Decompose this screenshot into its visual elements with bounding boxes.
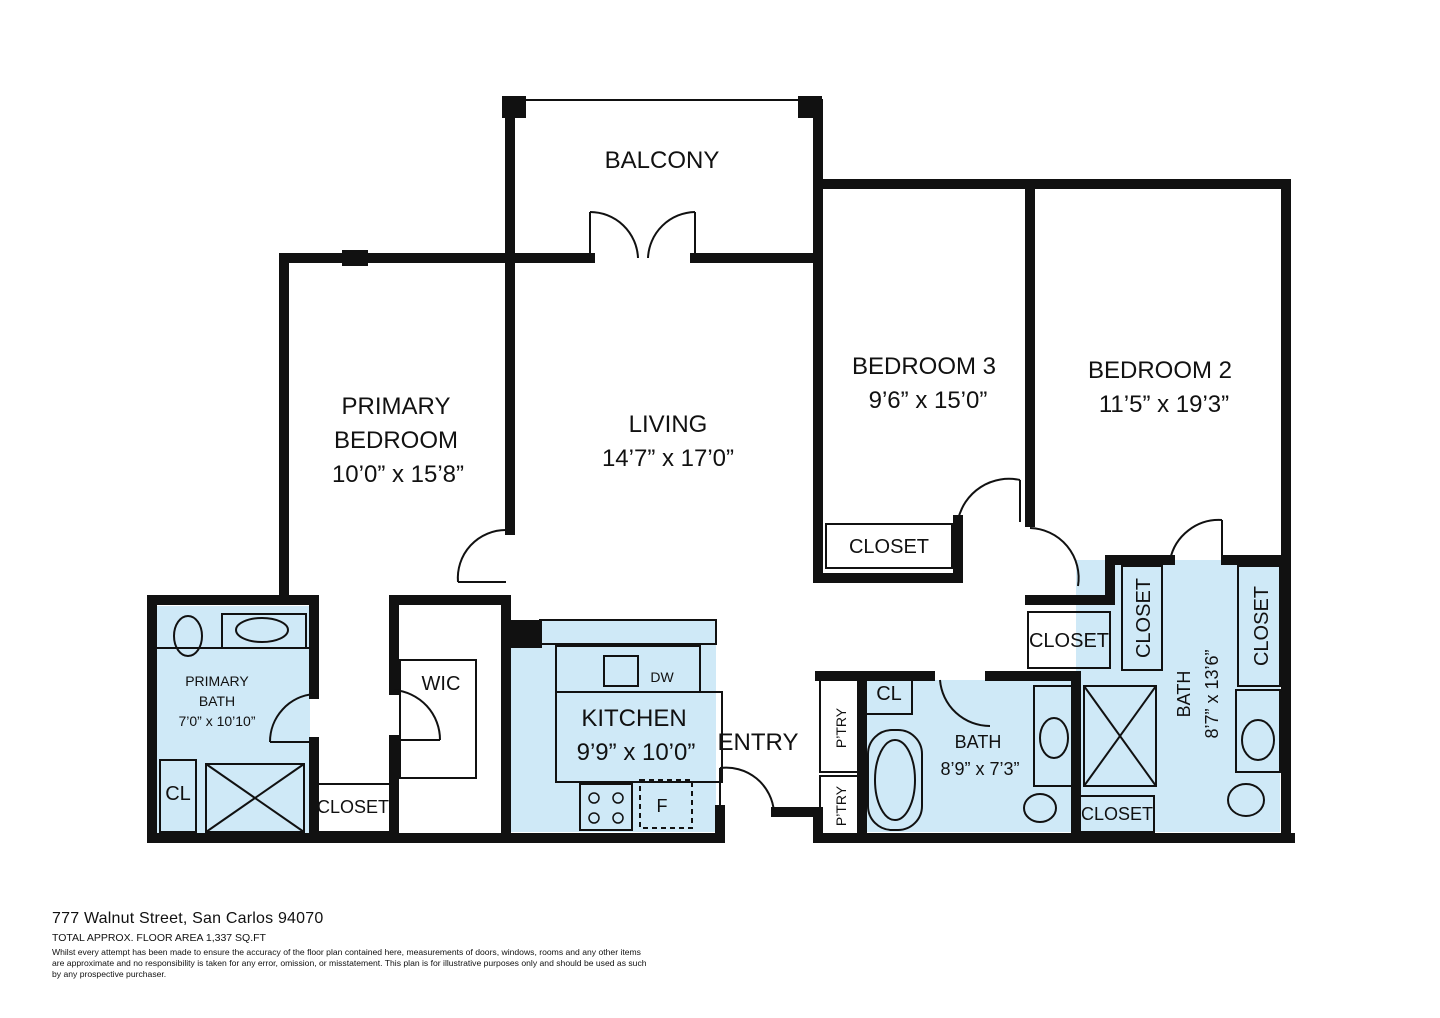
fridge-label: F: [657, 796, 668, 816]
bedroom2-label: BEDROOM 2: [1088, 357, 1232, 384]
primary-bedroom-label-1: PRIMARY: [342, 393, 451, 420]
kitchen-size: 9’9” x 10’0”: [577, 739, 696, 766]
bath2-size: 8’7” x 13’6”: [1202, 649, 1222, 738]
balcony-label: BALCONY: [605, 147, 720, 174]
bedroom3-label: BEDROOM 3: [852, 353, 996, 380]
wall-blocks: [342, 96, 822, 648]
closet-primary-label: CLOSET: [317, 797, 389, 817]
closet-b2a-label: CLOSET: [1133, 578, 1155, 658]
wic-label: WIC: [422, 673, 461, 695]
bath-hall-label: BATH: [955, 732, 1002, 752]
closet-b2b-label: CLOSET: [1251, 586, 1273, 666]
pantry1-label: P’TRY: [833, 707, 849, 748]
primary-bedroom-size: 10’0” x 15’8”: [332, 461, 464, 488]
closet-bath2-label: CLOSET: [1081, 804, 1153, 824]
disclaimer: Whilst every attempt has been made to en…: [52, 947, 647, 979]
cl-hall-label: CL: [876, 683, 902, 705]
primary-bath-label-2: BATH: [199, 693, 235, 709]
walls: [147, 99, 1295, 843]
bedroom2-size: 11’5” x 19’3”: [1099, 391, 1229, 418]
bath-hall-size: 8’9” x 7’3”: [940, 759, 1019, 779]
thin-lines: [156, 99, 1291, 843]
living-size: 14’7” x 17’0”: [602, 445, 734, 472]
floor-area: TOTAL APPROX. FLOOR AREA 1,337 SQ.FT: [52, 932, 266, 944]
address: 777 Walnut Street, San Carlos 94070: [52, 910, 324, 927]
stove-icon: [588, 792, 624, 824]
living-label: LIVING: [629, 411, 708, 438]
bath2-label: BATH: [1174, 671, 1194, 718]
primary-bath-floor: [156, 606, 310, 834]
floor-plan: BALCONY PRIMARY BEDROOM 10’0” x 15’8” LI…: [147, 96, 1295, 843]
cl-primary-label: CL: [165, 783, 191, 805]
plan-footer: 777 Walnut Street, San Carlos 94070 TOTA…: [52, 910, 752, 980]
dw-label: DW: [650, 669, 674, 685]
primary-bath-label-1: PRIMARY: [185, 673, 249, 689]
bedroom3-size: 9’6” x 15’0”: [869, 387, 988, 414]
kitchen-label: KITCHEN: [581, 705, 686, 732]
hall-bath-floor: [864, 680, 1074, 832]
closet-hall-label: CLOSET: [1029, 630, 1109, 652]
pantry2-label: P’TRY: [833, 785, 849, 826]
entry-label: ENTRY: [718, 729, 799, 756]
closet-bedroom3-label: CLOSET: [849, 536, 929, 558]
primary-bath-size: 7’0” x 10’10”: [178, 713, 255, 729]
primary-bedroom-label-2: BEDROOM: [334, 427, 458, 454]
